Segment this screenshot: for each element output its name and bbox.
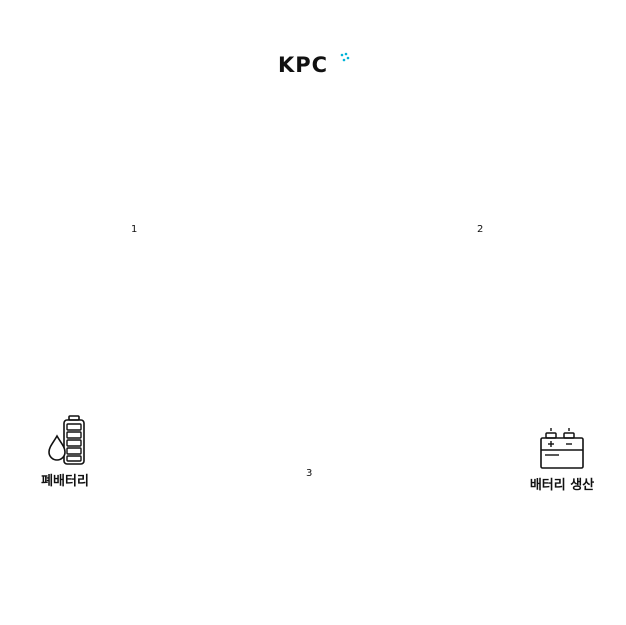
kpc-logo: KPC: [278, 52, 350, 78]
waste-battery-label: 폐배터리: [41, 474, 89, 489]
waste-battery-node: 폐배터리: [30, 414, 100, 490]
battery-production-node: 배터리 생산: [520, 428, 604, 494]
step-number-1: 1: [131, 224, 138, 235]
battery-production-label: 배터리 생산: [529, 478, 595, 493]
step-number-2: 2: [477, 224, 484, 235]
waste-battery-icon: [48, 415, 85, 465]
logo-text: KPC: [278, 53, 329, 77]
car-battery-icon: [540, 428, 584, 469]
step-number-3: 3: [306, 468, 313, 479]
logo-dots-icon: [340, 52, 350, 62]
